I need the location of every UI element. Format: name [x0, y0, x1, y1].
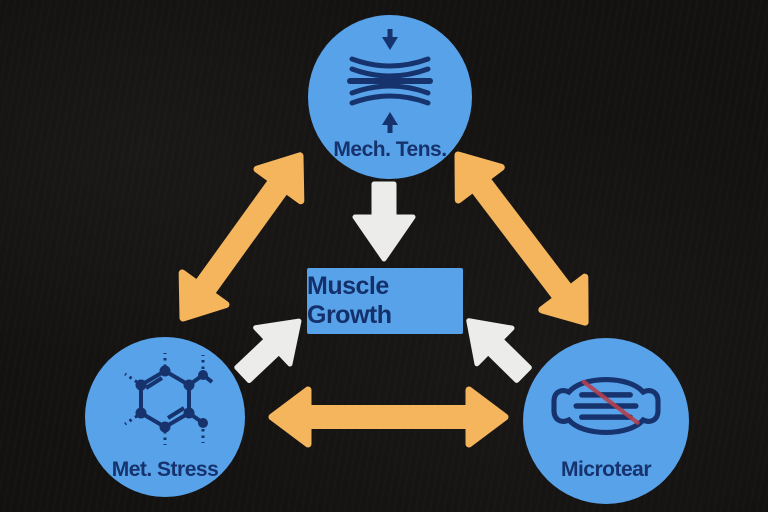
arrow-tension-to-growth: [352, 181, 416, 262]
torn-muscle-icon: [551, 376, 661, 436]
arrow-tension-stress: [178, 152, 305, 322]
molecule-icon: [124, 353, 214, 445]
node-microtear-label: Microtear: [560, 458, 652, 481]
node-microtear: Microtear: [523, 338, 689, 504]
node-mech-tension: Mech. Tens.: [308, 15, 472, 179]
arrow-tension-microtear: [454, 151, 589, 326]
muscle-growth-box: Muscle Growth: [307, 268, 463, 334]
node-met-stress: Met. Stress: [85, 337, 245, 497]
arrow-stress-microtear: [268, 386, 509, 448]
muscle-growth-label: Muscle Growth: [307, 272, 392, 329]
arrow-stress-to-growth: [234, 318, 302, 384]
compression-arrows-icon: [347, 29, 433, 133]
tear-slash: [581, 379, 640, 425]
node-met-stress-label: Met. Stress: [111, 458, 219, 481]
arrow-microtear-to-growth: [466, 318, 532, 383]
node-mech-tension-label: Mech. Tens.: [333, 138, 447, 161]
